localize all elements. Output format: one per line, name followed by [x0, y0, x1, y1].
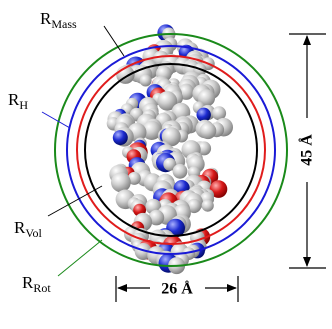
height-dimension-label: 45 Å: [298, 134, 316, 166]
r-rot-leader: [57, 239, 103, 277]
atom-sphere: [142, 120, 162, 140]
atom-sphere: [187, 198, 202, 214]
atom-sphere: [139, 74, 152, 87]
r-h-circle: [66, 45, 276, 255]
width-dimension-label: 26 Å: [161, 280, 193, 298]
atom-sphere: [199, 122, 217, 140]
atom-sphere: [172, 163, 188, 179]
atom-sphere: [163, 157, 177, 171]
atom-sphere: [209, 180, 228, 198]
r-rot-circle: [54, 33, 288, 267]
atom-sphere: [201, 199, 214, 212]
atom-sphere: [111, 172, 131, 193]
r-h-leader: [41, 111, 71, 129]
r-vol-circle: [76, 55, 266, 245]
atom-sphere: [197, 141, 212, 156]
r-rot-label: RRot: [22, 273, 51, 295]
r-vol-label: RVol: [14, 218, 42, 240]
atom-sphere: [148, 209, 165, 226]
atom-sphere: [112, 130, 128, 146]
atom-sphere: [212, 106, 227, 121]
r-mass-label: RMass: [40, 9, 77, 31]
atom-sphere: [127, 171, 141, 185]
r-vol-leader: [47, 185, 103, 217]
atom-sphere: [196, 107, 211, 123]
r-mass-circle: [84, 63, 258, 237]
atom-sphere: [197, 89, 216, 107]
protein-molecule: [106, 24, 233, 275]
r-h-label: RH: [8, 90, 28, 112]
atom-sphere: [157, 91, 178, 111]
atom-sphere: [161, 127, 181, 147]
r-mass-leader: [103, 25, 125, 57]
